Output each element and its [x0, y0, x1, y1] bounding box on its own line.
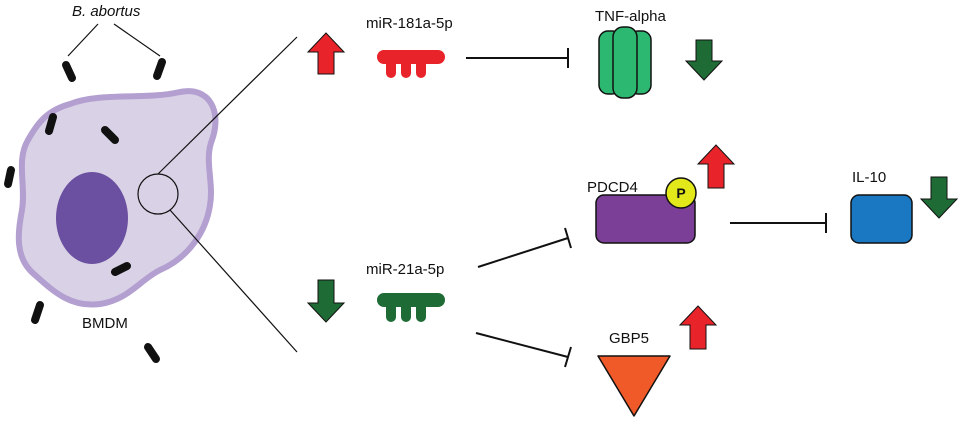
zoom-line-bottom: [169, 209, 298, 353]
bacteria-label: B. abortus: [72, 3, 141, 20]
bacterium: [153, 58, 166, 80]
phospho-label: P: [676, 185, 686, 201]
down-arrow-icon: [919, 176, 959, 219]
bacterium: [144, 343, 160, 363]
inhibition-pdcd4-il10: [730, 213, 827, 233]
gbp5-label: GBP5: [609, 330, 650, 347]
mir21-label: miR-21a-5p: [366, 261, 445, 278]
nucleus: [56, 172, 128, 264]
up-arrow-icon: [696, 144, 736, 189]
il10-icon: [850, 194, 913, 244]
bacteria-pointer-left: [67, 23, 99, 57]
zoom-line-top: [157, 36, 298, 175]
mir21-icon: [377, 293, 445, 322]
up-arrow-icon: [678, 305, 718, 350]
bacterium: [111, 262, 131, 276]
down-arrow-icon: [306, 279, 346, 323]
bacterium: [101, 126, 119, 144]
inhibition-mir21-gbp5: [475, 332, 572, 368]
inhibition-mir181-tnf: [466, 48, 569, 68]
mir181-label: miR-181a-5p: [366, 15, 453, 32]
pdcd4-icon: [595, 194, 696, 244]
bacteria-pointer-right: [113, 23, 161, 57]
inhibition-mir21-pdcd4: [477, 227, 572, 268]
mir181-icon: [377, 50, 445, 78]
pdcd4-label: PDCD4: [587, 179, 638, 196]
bacterium: [45, 113, 57, 135]
up-arrow-icon: [306, 32, 346, 75]
tnf-label: TNF-alpha: [595, 8, 666, 25]
bacterium: [62, 61, 76, 82]
il10-label: IL-10: [852, 169, 887, 186]
down-arrow-icon: [684, 39, 724, 81]
gbp5-icon: [597, 355, 671, 417]
tnf-alpha-icon: [598, 26, 652, 99]
bacterium: [4, 166, 15, 188]
cell-label: BMDM: [82, 315, 128, 332]
bacterium: [31, 301, 44, 324]
phospho-icon: [665, 177, 697, 209]
